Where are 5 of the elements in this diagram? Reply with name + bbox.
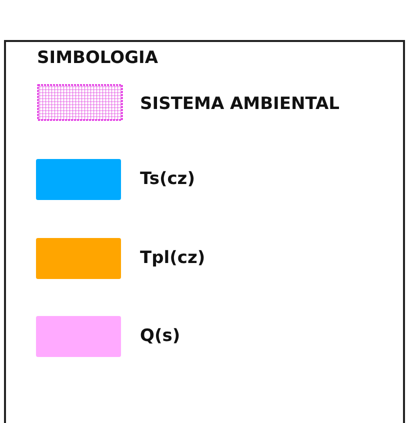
legend-label: Q(s) xyxy=(140,326,180,346)
legend-label: Ts(cz) xyxy=(140,169,195,189)
legend-label: SISTEMA AMBIENTAL xyxy=(140,94,340,114)
legend-label: Tpl(cz) xyxy=(140,248,206,268)
legend-title: SIMBOLOGIA xyxy=(37,48,158,68)
